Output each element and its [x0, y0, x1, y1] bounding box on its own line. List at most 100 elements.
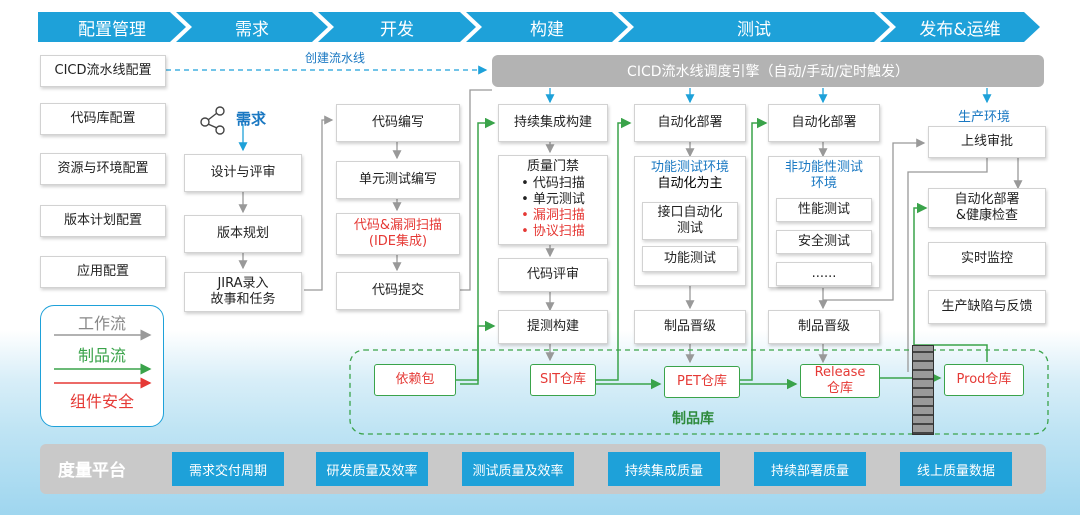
gate-title: 质量门禁: [526, 159, 579, 175]
jira-line1: JIRA录入: [217, 275, 269, 291]
sec-label: 安全测试: [797, 233, 850, 249]
test2-auto-deploy[interactable]: 自动化部署: [768, 104, 880, 142]
dev-code-label: 代码编写: [371, 114, 424, 130]
test2-more: ......: [776, 262, 872, 286]
test2-promote[interactable]: 制品晋级: [768, 310, 880, 344]
repo-prod[interactable]: Prod仓库: [944, 364, 1024, 396]
phase-label: 需求: [235, 19, 269, 40]
gate-item: 漏洞扫描: [521, 208, 585, 224]
gate-item: 协议扫描: [521, 224, 585, 240]
metric-label: 持续部署质量: [770, 463, 849, 479]
phase-build: 构建: [466, 12, 628, 42]
config-code-repo[interactable]: 代码库配置: [40, 103, 166, 135]
requirement-title: 需求: [236, 110, 267, 128]
prod-env-title: 生产环境: [958, 110, 1011, 125]
req-version-plan[interactable]: 版本规划: [184, 215, 302, 253]
phase-requirement: 需求: [176, 12, 328, 42]
test2-env-title: 非功能性测试 环境: [768, 160, 880, 193]
gate-item: 代码扫描: [521, 176, 585, 192]
metric-item[interactable]: 研发质量及效率: [316, 452, 428, 486]
phase-config: 配置管理: [38, 12, 186, 42]
phase-test: 测试: [618, 12, 890, 42]
ops-monitor[interactable]: 实时监控: [928, 242, 1046, 276]
build-ci[interactable]: 持续集成构建: [498, 104, 608, 142]
config-cicd-pipeline[interactable]: CICD流水线配置: [40, 55, 166, 87]
release-line2: 仓库: [826, 381, 853, 396]
share-icon: [200, 106, 225, 135]
dev-commit[interactable]: 代码提交: [336, 272, 460, 310]
review-label: 代码评审: [526, 266, 579, 282]
metric-item[interactable]: 线上质量数据: [900, 452, 1012, 486]
api-line2: 测试: [676, 221, 703, 236]
test1-promote[interactable]: 制品晋级: [634, 310, 746, 344]
gate-item: 单元测试: [521, 192, 585, 208]
create-pipeline-label: 创建流水线: [305, 51, 366, 65]
metric-label: 持续集成质量: [624, 463, 703, 479]
config-version-plan[interactable]: 版本计划配置: [40, 205, 166, 237]
deploy-line2: &健康检查: [955, 208, 1019, 223]
dev-commit-label: 代码提交: [371, 282, 424, 298]
dev-unit-test[interactable]: 单元测试编写: [336, 161, 460, 199]
metric-item[interactable]: 测试质量及效率: [462, 452, 574, 486]
ops-deploy-health[interactable]: 自动化部署 &健康检查: [928, 188, 1046, 228]
req-design-review[interactable]: 设计与评审: [184, 154, 302, 192]
build-quality-gate[interactable]: 质量门禁 代码扫描 单元测试 漏洞扫描 协议扫描: [498, 155, 608, 245]
req-plan-label: 版本规划: [216, 225, 269, 241]
repo-pet-label: PET仓库: [677, 374, 727, 390]
phase-label: 配置管理: [78, 19, 146, 40]
dev-vuln-scan[interactable]: 代码&漏洞扫描 (IDE集成): [336, 213, 460, 255]
test2-deploy-label: 自动化部署: [791, 114, 857, 130]
test1-env-line2: 自动化为主: [657, 176, 723, 192]
func-label: 功能测试: [663, 250, 716, 266]
legend-arrows: [54, 329, 152, 389]
build-submit-test[interactable]: 提测构建: [498, 310, 608, 344]
metric-item[interactable]: 需求交付周期: [172, 452, 284, 486]
test1-env-title: 功能测试环境 自动化为主: [634, 160, 746, 193]
test1-env-line1: 功能测试环境: [650, 160, 729, 175]
config-label: CICD流水线配置: [54, 62, 152, 78]
req-jira[interactable]: JIRA录入 故事和任务: [184, 272, 302, 312]
legend-security: 组件安全: [69, 392, 134, 411]
deploy-line1: 自动化部署: [954, 191, 1020, 207]
test2-perf-test[interactable]: 性能测试: [776, 198, 872, 222]
repo-prod-label: Prod仓库: [956, 372, 1012, 388]
engine-label: CICD流水线调度引擎（自动/手动/定时触发）: [627, 64, 909, 80]
config-label: 资源与环境配置: [57, 160, 149, 176]
legend-artifact: 制品流: [77, 346, 126, 365]
test1-func-test[interactable]: 功能测试: [642, 246, 738, 272]
release-line1: Release: [814, 365, 866, 381]
metric-label: 需求交付周期: [188, 463, 267, 479]
repo-dependency[interactable]: 依赖包: [374, 364, 456, 396]
monitor-label: 实时监控: [960, 250, 1013, 266]
promote-label: 制品晋级: [797, 318, 850, 334]
scan-line1: 代码&漏洞扫描: [353, 217, 443, 233]
repo-dep-label: 依赖包: [395, 372, 435, 388]
config-label: 应用配置: [76, 263, 129, 279]
cicd-engine-bar: CICD流水线调度引擎（自动/手动/定时触发）: [492, 55, 1044, 87]
metric-label: 测试质量及效率: [472, 463, 564, 479]
metric-item[interactable]: 持续部署质量: [754, 452, 866, 486]
test1-api-test[interactable]: 接口自动化 测试: [642, 202, 738, 240]
scan-line2: (IDE集成): [368, 234, 428, 249]
repo-pet[interactable]: PET仓库: [664, 366, 740, 398]
test2-sec-test[interactable]: 安全测试: [776, 230, 872, 254]
repo-sit[interactable]: SIT仓库: [530, 364, 596, 396]
dev-code-writing[interactable]: 代码编写: [336, 104, 460, 142]
phase-label: 构建: [530, 19, 564, 40]
ops-feedback[interactable]: 生产缺陷与反馈: [928, 290, 1046, 324]
test2-env-line2: 环境: [810, 176, 837, 192]
metric-item[interactable]: 持续集成质量: [608, 452, 720, 486]
phase-label: 发布&运维: [919, 19, 1001, 40]
config-application[interactable]: 应用配置: [40, 256, 166, 288]
test1-auto-deploy[interactable]: 自动化部署: [634, 104, 746, 142]
dev-unit-label: 单元测试编写: [358, 171, 437, 187]
ops-approval[interactable]: 上线审批: [928, 126, 1046, 158]
perf-label: 性能测试: [797, 201, 850, 217]
legend-workflow: 工作流: [77, 314, 126, 333]
repo-sit-label: SIT仓库: [539, 372, 587, 388]
build-code-review[interactable]: 代码评审: [498, 258, 608, 292]
repo-release[interactable]: Release 仓库: [800, 364, 880, 398]
promote-label: 制品晋级: [663, 318, 716, 334]
config-resource-env[interactable]: 资源与环境配置: [40, 153, 166, 185]
